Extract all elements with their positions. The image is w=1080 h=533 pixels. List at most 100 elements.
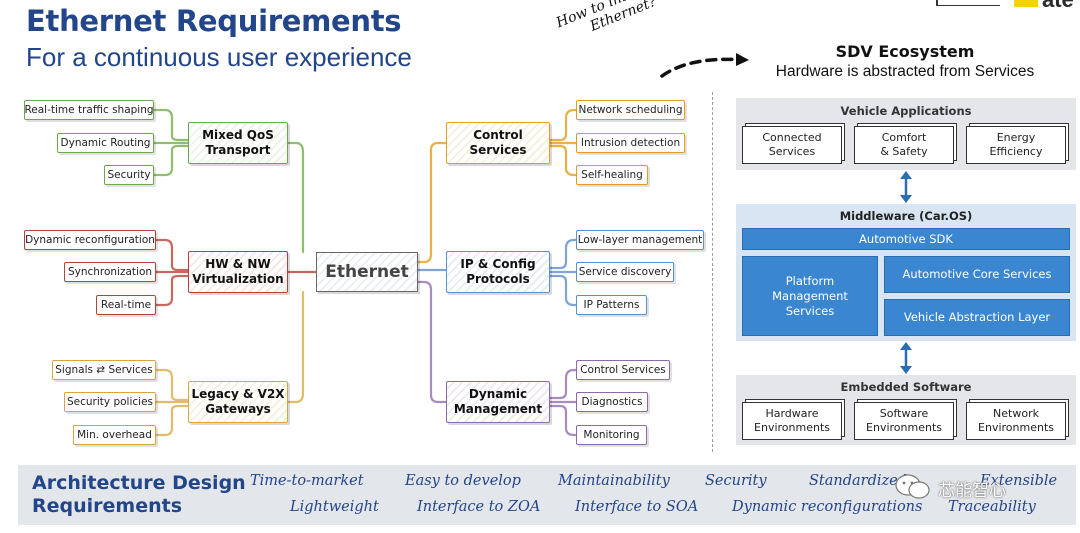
leaf-low-layer-management: Low-layer management	[576, 230, 704, 250]
leaf-network-scheduling: Network scheduling	[576, 100, 685, 120]
platform-line: Platform	[785, 273, 835, 288]
double-arrow-icon	[900, 171, 912, 203]
req-interface-to-zoa: Interface to ZOA	[417, 499, 541, 515]
req-extensible: Extensible	[980, 473, 1058, 489]
req-security: Security	[705, 473, 767, 489]
branch-legacy-line1: Legacy & V2X	[191, 387, 285, 401]
leaf-monitoring: Monitoring	[576, 425, 647, 445]
leaf-realtime-traffic-shaping: Real-time traffic shaping	[24, 100, 154, 120]
leaf-dynamic-reconfiguration: Dynamic reconfiguration	[24, 230, 156, 250]
ethernet-center-node: Ethernet	[316, 252, 418, 292]
page-title: Ethernet Requirements	[26, 4, 402, 38]
section-divider	[712, 92, 713, 452]
requirements-band	[18, 465, 1076, 525]
automotive-core-services: Automotive Core Services	[884, 256, 1070, 293]
branch-dynamic-line1: Dynamic	[468, 387, 528, 401]
automotive-sdk-bar: Automotive SDK	[742, 228, 1070, 250]
card-line: Environments	[866, 421, 942, 434]
sdv-title: SDV Ecosystem	[835, 42, 975, 61]
leaf-diagnostics: Diagnostics	[576, 392, 648, 412]
req-standardized: Standardized	[809, 473, 908, 489]
card-line: Environments	[978, 421, 1054, 434]
req-maintainability: Maintainability	[558, 473, 670, 489]
leaf-synchronization: Synchronization	[64, 262, 156, 282]
leaf-dynamic-routing: Dynamic Routing	[57, 133, 154, 153]
branch-hw-nw-line1: HW & NW	[205, 257, 271, 271]
req-easy-to-develop: Easy to develop	[405, 473, 521, 489]
ate-logo: ate	[1014, 0, 1080, 8]
card-line: & Safety	[880, 145, 928, 158]
branch-mixed-qos-line2: Transport	[205, 143, 271, 157]
req-traceability: Traceability	[948, 499, 1036, 515]
leaf-intrusion-detection: Intrusion detection	[576, 133, 685, 153]
req-interface-to-soa: Interface to SOA	[575, 499, 699, 515]
middleware-title: Middleware (Car.OS)	[839, 209, 973, 223]
card-line: Energy	[996, 131, 1036, 144]
requirements-title: Architecture Design Requirements	[32, 472, 246, 518]
wechat-watermark-icon	[895, 474, 930, 499]
card-line: Connected	[762, 131, 822, 144]
watermark-text: 芯能智心	[938, 481, 1006, 501]
branch-hw-nw-line2: Virtualization	[192, 272, 284, 286]
leaf-min-overhead: Min. overhead	[73, 425, 156, 445]
card-line: Hardware	[765, 407, 819, 420]
leaf-ip-patterns: IP Patterns	[576, 295, 647, 315]
card-line: Network	[993, 407, 1039, 420]
leaf-real-time: Real-time	[96, 295, 156, 315]
dashed-arrow-icon	[660, 53, 749, 78]
embedded-software-title: Embedded Software	[840, 380, 972, 394]
leaf-security: Security	[104, 165, 154, 185]
ate-logo-text: ate	[1042, 0, 1074, 8]
leaf-self-healing: Self-healing	[576, 165, 648, 185]
branch-control-line2: Services	[469, 143, 527, 157]
ate-logo-mark-icon	[1014, 0, 1038, 7]
card-comfort-safety: Comfort& Safety	[854, 126, 954, 164]
branch-ip-line1: IP & Config	[460, 257, 536, 271]
card-line: Environments	[754, 421, 830, 434]
branch-mixed-qos-line1: Mixed QoS	[202, 128, 274, 142]
req-time-to-market: Time-to-market	[250, 473, 364, 489]
requirements-title-line1: Architecture Design	[32, 472, 246, 494]
platform-line: Management	[772, 288, 848, 303]
card-line: Services	[768, 145, 816, 158]
page-subtitle: For a continuous user experience	[26, 42, 412, 72]
req-lightweight: Lightweight	[290, 499, 379, 515]
branch-ip-line2: Protocols	[466, 272, 530, 286]
sdv-subtitle: Hardware is abstracted from Services	[775, 63, 1035, 80]
leaf-security-policies: Security policies	[64, 392, 156, 412]
double-arrow-icon	[900, 342, 912, 374]
logo-bar-icon	[936, 0, 938, 6]
req-dynamic-reconfigurations: Dynamic reconfigurations	[732, 499, 923, 515]
vehicle-abstraction-layer: Vehicle Abstraction Layer	[884, 299, 1070, 336]
middleware-panel: Middleware (Car.OS) Automotive SDK Platf…	[736, 204, 1076, 341]
leaf-service-discovery: Service discovery	[576, 262, 674, 282]
branch-legacy-line2: Gateways	[205, 402, 271, 416]
card-line: Software	[879, 407, 929, 420]
partner-logo	[934, 0, 1004, 6]
card-line: Comfort	[881, 131, 927, 144]
branch-control-line1: Control	[473, 128, 523, 142]
leaf-control-services: Control Services	[576, 360, 670, 380]
requirements-title-line2: Requirements	[32, 495, 183, 517]
mindmap-connectors	[152, 108, 578, 437]
branch-dynamic-line2: Management	[453, 402, 543, 416]
platform-line: Services	[785, 303, 835, 318]
card-line: Efficiency	[989, 145, 1043, 158]
logo-underline-icon	[936, 5, 1000, 6]
leaf-signals-services: Signals ⇄ Services	[52, 360, 156, 380]
vehicle-applications-title: Vehicle Applications	[840, 104, 972, 118]
